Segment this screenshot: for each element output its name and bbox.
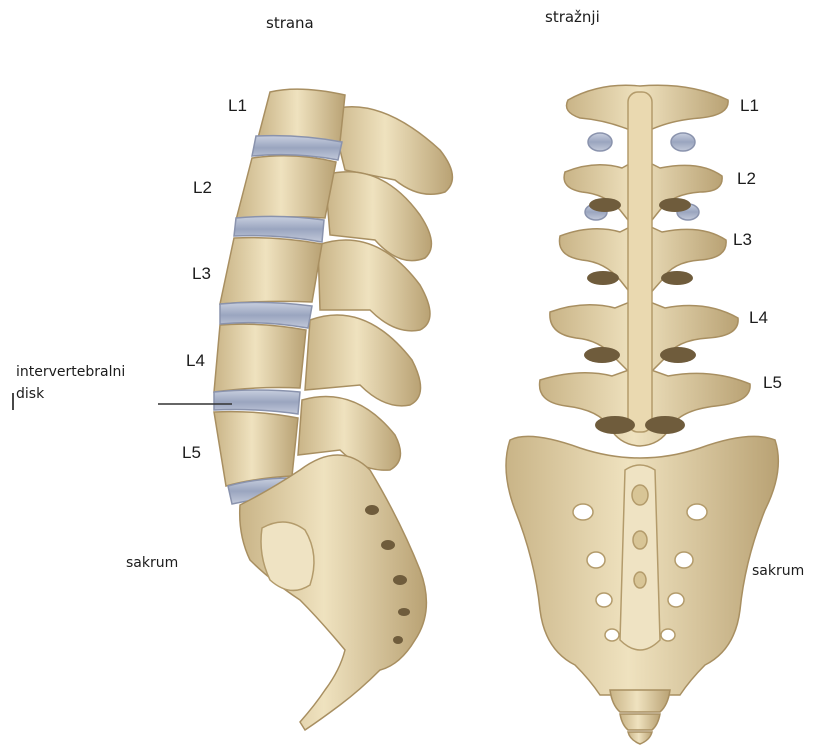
- back-notch-3: [587, 271, 619, 285]
- side-label-l3: L3: [192, 264, 211, 284]
- sacral-foramen-3: [393, 575, 407, 585]
- side-view-heading: strana: [266, 14, 314, 32]
- sacral-foramen-4: [398, 608, 410, 616]
- back-notch-5: [584, 347, 620, 363]
- post-foramen-r4: [661, 629, 675, 641]
- lateral-view-spine: [214, 89, 452, 730]
- disc-l4-l5: [214, 390, 300, 414]
- back-view-heading: stražnji: [545, 8, 600, 26]
- back-notch-4: [661, 271, 693, 285]
- back-label-l5: L5: [763, 373, 782, 393]
- back-disc-1: [588, 133, 612, 151]
- side-label-l2: L2: [193, 178, 212, 198]
- post-foramen-l4: [605, 629, 619, 641]
- sacral-foramen-1: [365, 505, 379, 515]
- side-label-l5: L5: [182, 443, 201, 463]
- back-notch-1: [589, 198, 621, 212]
- back-label-l2: L2: [737, 169, 756, 189]
- post-foramen-l1: [573, 504, 593, 520]
- posterior-coccyx-2: [620, 714, 660, 730]
- back-notch-8: [645, 416, 685, 434]
- median-tubercle-3: [634, 572, 646, 588]
- sacrum-label-side: sakrum: [126, 555, 178, 571]
- post-foramen-r3: [668, 593, 684, 607]
- back-disc-2: [671, 133, 695, 151]
- auricular-surface: [261, 522, 314, 590]
- l5-vertebral-body: [214, 412, 298, 486]
- sacral-foramen-2: [381, 540, 395, 550]
- back-label-l3: L3: [733, 230, 752, 250]
- spinous-column: [628, 92, 652, 432]
- post-foramen-r1: [687, 504, 707, 520]
- l1-vertebral-body: [258, 89, 345, 142]
- sacrum-label-back: sakrum: [752, 563, 804, 579]
- sacral-foramen-5: [393, 636, 403, 644]
- median-tubercle-1: [632, 485, 648, 505]
- back-label-l1: L1: [740, 96, 759, 116]
- back-notch-7: [595, 416, 635, 434]
- disc-label-line2: disk: [16, 386, 44, 402]
- side-label-l1: L1: [228, 96, 247, 116]
- post-foramen-l2: [587, 552, 605, 568]
- posterior-coccyx: [610, 690, 670, 712]
- l4-vertebral-body: [214, 324, 306, 392]
- post-foramen-r2: [675, 552, 693, 568]
- median-tubercle-2: [633, 531, 647, 549]
- l2-vertebral-body: [236, 156, 336, 220]
- back-notch-2: [659, 198, 691, 212]
- side-label-l4: L4: [186, 351, 205, 371]
- lateral-sacrum: [240, 455, 427, 730]
- back-notch-6: [660, 347, 696, 363]
- back-label-l4: L4: [749, 308, 768, 328]
- posterior-coccyx-3: [628, 732, 652, 744]
- disc-label-line1: intervertebralni: [16, 364, 125, 380]
- l3-vertebral-body: [220, 238, 322, 304]
- post-foramen-l3: [596, 593, 612, 607]
